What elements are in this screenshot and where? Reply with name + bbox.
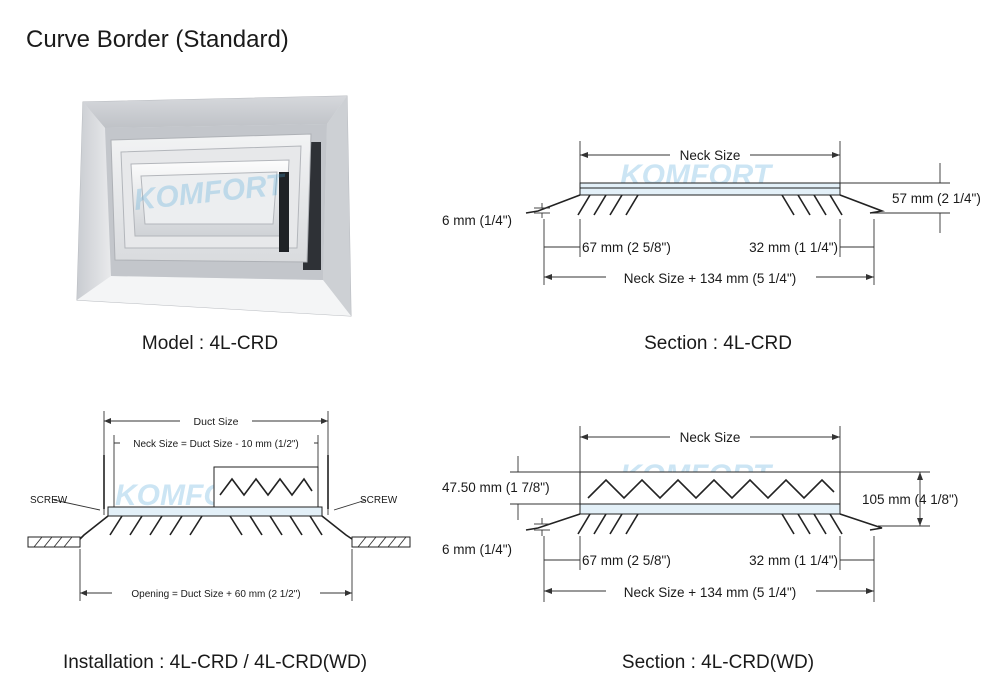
total-height-dimension: 105 mm (4 1/8") — [862, 492, 958, 507]
duct-size-label: Duct Size — [194, 416, 239, 428]
border-dimension: 6 mm (1/4") — [442, 542, 512, 557]
neck-size-label: Neck Size = Duct Size - 10 mm (1/2") — [133, 439, 299, 450]
neck-size-label: Neck Size — [680, 148, 741, 163]
caption-section-crd: Section : 4L-CRD — [644, 333, 792, 354]
section-diagram-crd: KOMFORT Neck Size 57 mm (2 1/4") 6 mm (1… — [442, 141, 981, 286]
screw-label-right: SCREW — [360, 495, 398, 506]
border-dimension: 6 mm (1/4") — [442, 213, 512, 228]
page-title: Curve Border (Standard) — [26, 26, 289, 53]
installation-diagram: KOMFORT Duct Size Neck Size = Duct Size … — [27, 411, 411, 601]
screw-label-left: SCREW — [30, 495, 68, 506]
overall-dimension: Neck Size + 134 mm (5 1/4") — [624, 585, 796, 600]
left-margin-dimension: 67 mm (2 5/8") — [582, 240, 671, 255]
section-diagram-crd-wd: KOMFORT Neck Size 47.50 mm (1 7/8") 105 … — [442, 426, 958, 602]
caption-model: Model : 4L-CRD — [141, 333, 279, 354]
caption-installation: Installation : 4L-CRD / 4L-CRD(WD) — [62, 652, 368, 673]
product-photo: KOMFORT — [76, 95, 352, 317]
right-margin-dimension: 32 mm (1 1/4") — [749, 240, 838, 255]
neck-size-label: Neck Size — [680, 430, 741, 445]
left-margin-dimension: 67 mm (2 5/8") — [582, 553, 671, 568]
right-margin-dimension: 32 mm (1 1/4") — [749, 553, 838, 568]
height-dimension: 57 mm (2 1/4") — [892, 191, 981, 206]
caption-section-crd-wd: Section : 4L-CRD(WD) — [621, 652, 815, 673]
damper-height-dimension: 47.50 mm (1 7/8") — [442, 480, 550, 495]
opening-dimension: Opening = Duct Size + 60 mm (2 1/2") — [131, 589, 300, 600]
overall-dimension: Neck Size + 134 mm (5 1/4") — [624, 271, 796, 286]
